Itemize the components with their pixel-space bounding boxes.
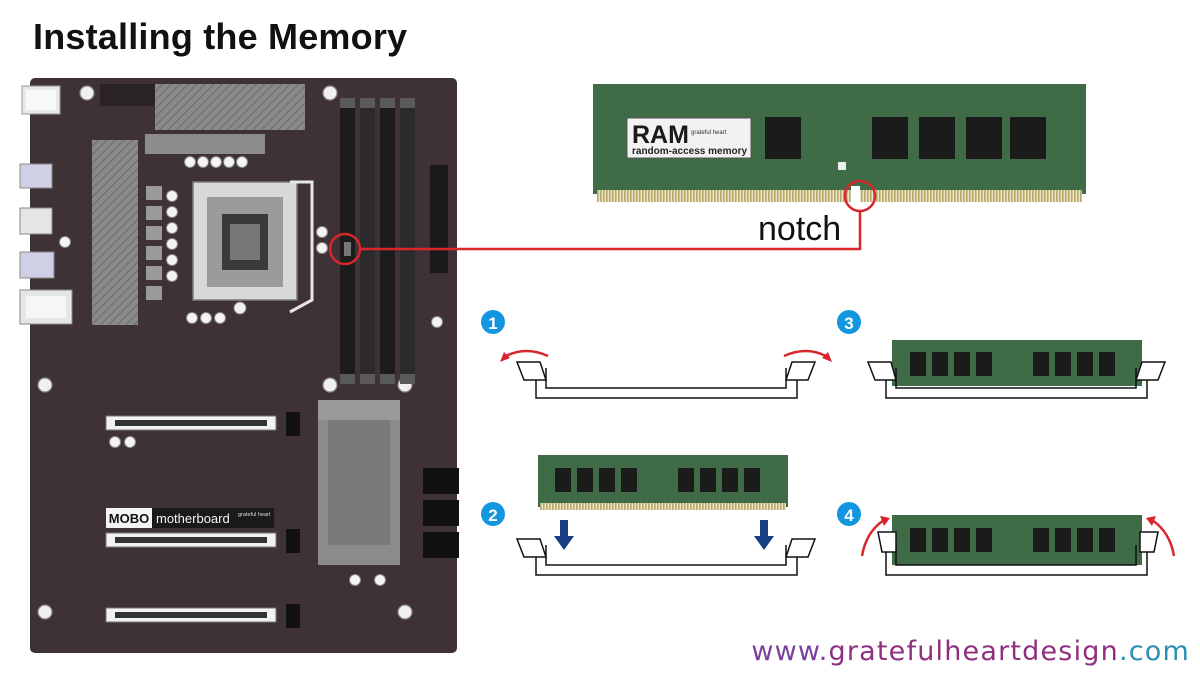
mounting-screws [37,85,413,620]
motherboard-brand: grateful heart [238,512,271,518]
url-suffix: .com [1118,636,1190,667]
slot-key [344,242,351,256]
ram-brand: grateful heart [691,130,727,136]
ram-label [626,117,752,159]
website-url[interactable]: www.gratefulheartdesign.com [751,636,1190,667]
step-badge-1 [481,310,505,334]
ram-notch [851,186,860,204]
url-prefix: www. [751,636,829,667]
ram-subtitle: random-access memory [632,146,747,157]
motherboard-label: MOBO motherboard grateful heart [106,508,274,528]
ram-chips [765,117,1046,159]
url-name: gratefulheartdesign [828,636,1119,667]
motherboard-text: motherboard [156,511,230,526]
ram-logo: RAM [632,121,689,149]
chipset-heatsink [318,400,400,565]
step-badge-2 [481,502,505,526]
page-title: Installing the Memory [33,16,408,57]
step-number-2: 2 [488,506,497,525]
ram-module: RAM grateful heart random-access memory [593,84,1086,204]
rear-io-ports [19,85,73,325]
step-number-3: 3 [844,314,853,333]
step-number-1: 1 [488,314,497,333]
vrm-heatsinks [92,84,305,325]
sata-ports [423,468,459,558]
ram-gold-contacts [597,190,1082,202]
step-4: 4 [837,502,1176,576]
capacitors [59,156,443,586]
notch-callout: notch [328,179,877,266]
step-badge-3 [837,310,861,334]
atx-power-connector [430,165,448,273]
step-3: 3 [837,310,1167,399]
dimm-slots [340,98,415,384]
mobo-logo: MOBO [109,511,149,526]
step-number-4: 4 [844,506,854,525]
step-1: 1 [481,310,832,399]
motherboard: MOBO motherboard grateful heart [19,78,459,653]
insert-arrows [554,520,774,550]
step-badge-4 [837,502,861,526]
step-2: 2 [481,455,817,576]
notch-label: notch [758,210,841,248]
pcie-slots [105,412,300,628]
front-panel-header [100,84,155,106]
cpu-socket [192,180,314,315]
